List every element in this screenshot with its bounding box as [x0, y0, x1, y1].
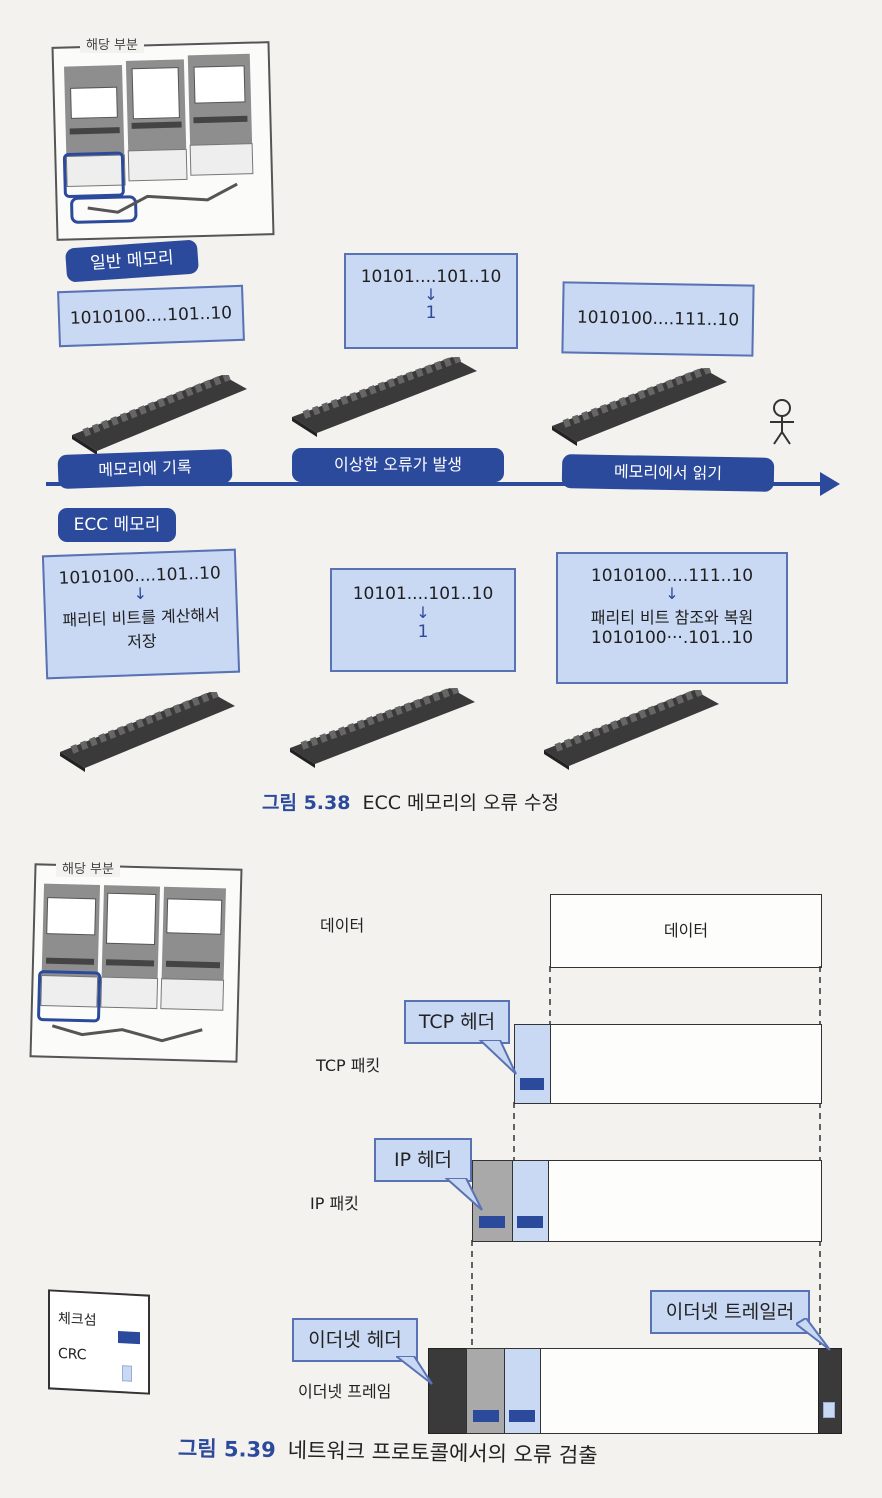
ecc-memory-label: ECC 메모리 — [58, 508, 176, 542]
down-arrow-icon: ↓ — [416, 603, 430, 622]
fig38-caption-text: ECC 메모리의 오류 수정 — [362, 792, 559, 814]
memory-module-icon — [544, 690, 719, 770]
ip-header-callout: IP 헤더 — [374, 1138, 472, 1182]
memory-module-icon — [292, 357, 477, 437]
ip-row-label: IP 패킷 — [310, 1194, 359, 1213]
callout-pointer — [478, 1040, 517, 1075]
network-diagram-icon — [37, 883, 226, 1043]
fig38-thumbnail — [51, 41, 275, 241]
normal-error-bubble: 10101....101..10 ↓ 1 — [344, 253, 518, 349]
down-arrow-icon: ↓ — [424, 285, 438, 304]
ip-header-block — [472, 1160, 514, 1242]
ecc-restored-data: 1010100···.101..10 — [590, 628, 754, 648]
normal-error-bit: 1 — [425, 303, 437, 323]
ethernet-trailer-callout: 이더넷 트레일러 — [650, 1290, 810, 1334]
ecc-error-data: 10101....101..10 — [352, 584, 494, 604]
callout-pointer — [444, 1178, 483, 1211]
ecc-read-note: 패리티 비트 참조와 복원 — [590, 608, 754, 627]
ecc-read-data: 1010100....111..10 — [590, 566, 754, 586]
ethernet-ip-checksum-mark — [473, 1410, 499, 1422]
legend-crc-label: CRC — [58, 1345, 87, 1364]
callout-pointer — [796, 1318, 831, 1351]
ip-payload-box — [548, 1160, 822, 1242]
fig39-thumbnail-title: 해당 부분 — [56, 858, 120, 877]
callout-pointer — [396, 1356, 433, 1385]
ethernet-ip-header-block — [466, 1348, 506, 1434]
data-box-label: 데이터 — [663, 921, 709, 940]
ethernet-row-label: 이더넷 프레임 — [298, 1382, 392, 1401]
fig39-caption-number: 그림 5.39 — [177, 1436, 276, 1463]
timeline-error: 이상한 오류가 발생 — [292, 448, 504, 482]
memory-module-icon — [60, 692, 235, 772]
tcp-row-label: TCP 패킷 — [316, 1056, 381, 1075]
fig38-caption: 그림 5.38 ECC 메모리의 오류 수정 — [262, 788, 559, 815]
ecc-error-bit: 1 — [417, 622, 429, 642]
ip-tcp-header-block — [512, 1160, 550, 1242]
ethernet-crc-mark — [823, 1402, 835, 1418]
data-box: 데이터 — [550, 894, 822, 968]
tcp-checksum-mark — [520, 1078, 544, 1090]
memory-module-icon — [72, 375, 247, 455]
ip-checksum-mark — [479, 1216, 505, 1228]
ecc-error-bubble: 10101....101..10 ↓ 1 — [330, 568, 516, 672]
legend-checksum-swatch — [118, 1330, 140, 1345]
ip-tcp-checksum-mark — [517, 1216, 543, 1228]
tcp-header-callout: TCP 헤더 — [404, 1000, 510, 1044]
legend: 체크섬 CRC — [48, 1289, 150, 1395]
person-icon — [770, 399, 794, 445]
memory-module-icon — [552, 368, 727, 446]
legend-crc-swatch — [122, 1365, 132, 1382]
data-row-label: 데이터 — [320, 916, 365, 935]
ethernet-header-callout: 이더넷 헤더 — [292, 1318, 418, 1362]
down-arrow-icon: ↓ — [665, 584, 679, 603]
timeline-arrow-icon — [820, 472, 840, 496]
ethernet-tcp-checksum-mark — [509, 1410, 535, 1422]
normal-error-data: 10101....101..10 — [360, 267, 502, 287]
fig38-caption-number: 그림 5.38 — [262, 792, 351, 814]
legend-checksum-label: 체크섬 — [58, 1310, 97, 1329]
fig39-thumbnail — [29, 863, 243, 1063]
ethernet-payload-box — [540, 1348, 820, 1434]
ecc-read-bubble: 1010100....111..10 ↓ 패리티 비트 참조와 복원 10101… — [556, 552, 788, 684]
fig39-caption-text: 네트워크 프로토콜에서의 오류 검출 — [287, 1438, 598, 1468]
memory-module-icon — [290, 688, 475, 768]
fig38-thumbnail-title: 해당 부분 — [80, 34, 144, 53]
network-diagram-icon — [62, 53, 254, 224]
ethernet-trailer-block — [818, 1348, 842, 1434]
tcp-payload-box — [550, 1024, 822, 1104]
timeline-line — [46, 482, 836, 486]
